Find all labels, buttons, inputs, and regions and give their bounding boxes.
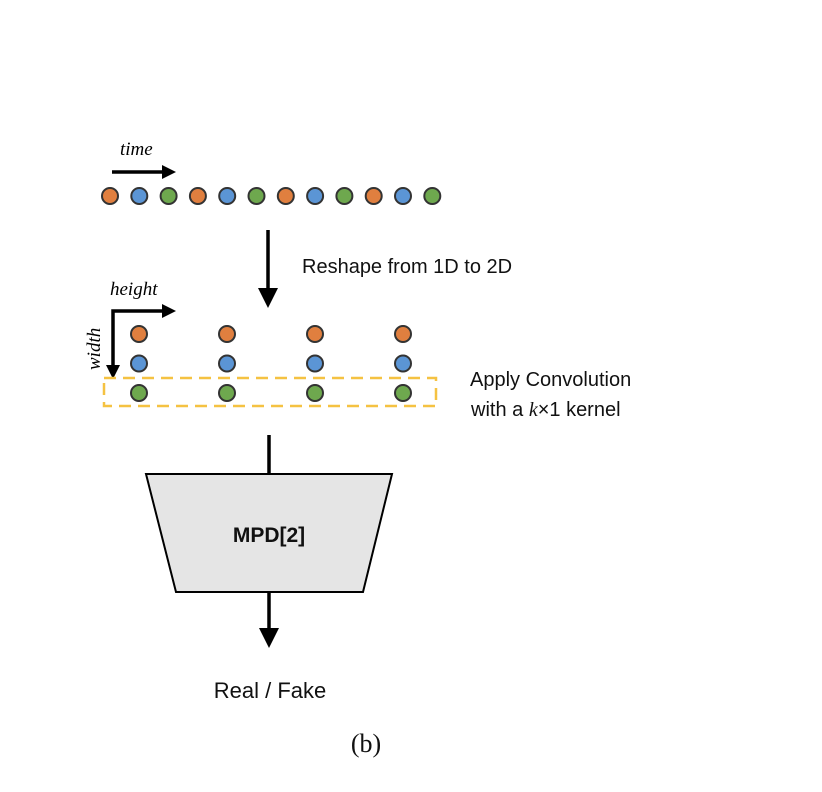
- conv-label-line2: with a k×1 kernel: [470, 399, 621, 421]
- grid-dot-green: [306, 384, 324, 402]
- grid-dot-green: [218, 384, 236, 402]
- grid-dot-orange: [130, 325, 148, 343]
- sample-dot-orange: [364, 187, 383, 205]
- grid-dot-green: [394, 384, 412, 402]
- output-label: Real / Fake: [214, 678, 327, 703]
- sample-dot-green: [159, 187, 178, 205]
- mpd-block: [144, 473, 394, 593]
- grid-dot-blue: [306, 354, 324, 373]
- sample-dot-orange: [101, 187, 119, 205]
- mpd-block-label: MPD[2]: [233, 524, 305, 547]
- sample-dot-orange: [276, 187, 295, 205]
- grid-dot-orange: [394, 325, 412, 343]
- height-arrow-head: [162, 304, 176, 318]
- width-arrow-head: [106, 365, 120, 379]
- reshape-label: Reshape from 1D to 2D: [302, 256, 512, 278]
- grid-dot-orange: [306, 325, 324, 343]
- sample-dot-green: [247, 187, 266, 205]
- kernel-highlight-box: [102, 376, 438, 408]
- grid-dot-blue: [218, 354, 236, 373]
- conv-label-line1: Apply Convolution: [470, 369, 631, 391]
- sample-dot-blue: [130, 187, 149, 205]
- output-arrow-head: [259, 628, 279, 648]
- sample-dot-blue: [306, 187, 325, 205]
- grid-dot-green: [130, 384, 148, 402]
- grid-dot-blue: [394, 354, 412, 373]
- sample-dot-blue: [394, 187, 412, 205]
- sample-dot-green: [335, 187, 354, 205]
- sample-dot-orange: [188, 187, 207, 205]
- width-label: width: [84, 328, 105, 370]
- grid-dot-blue: [130, 354, 148, 373]
- sample-dot-green: [423, 187, 442, 205]
- time-arrow-head: [162, 165, 176, 179]
- axes-corner: [111, 309, 166, 369]
- sample-dot-blue: [218, 187, 237, 205]
- caption: (b): [351, 729, 381, 758]
- reshape-arrow-head: [258, 288, 278, 308]
- height-label: height: [110, 279, 158, 300]
- sequence-1d: [101, 187, 442, 205]
- grid-2d: [130, 325, 412, 402]
- grid-dot-orange: [218, 325, 236, 343]
- time-label: time: [120, 139, 153, 160]
